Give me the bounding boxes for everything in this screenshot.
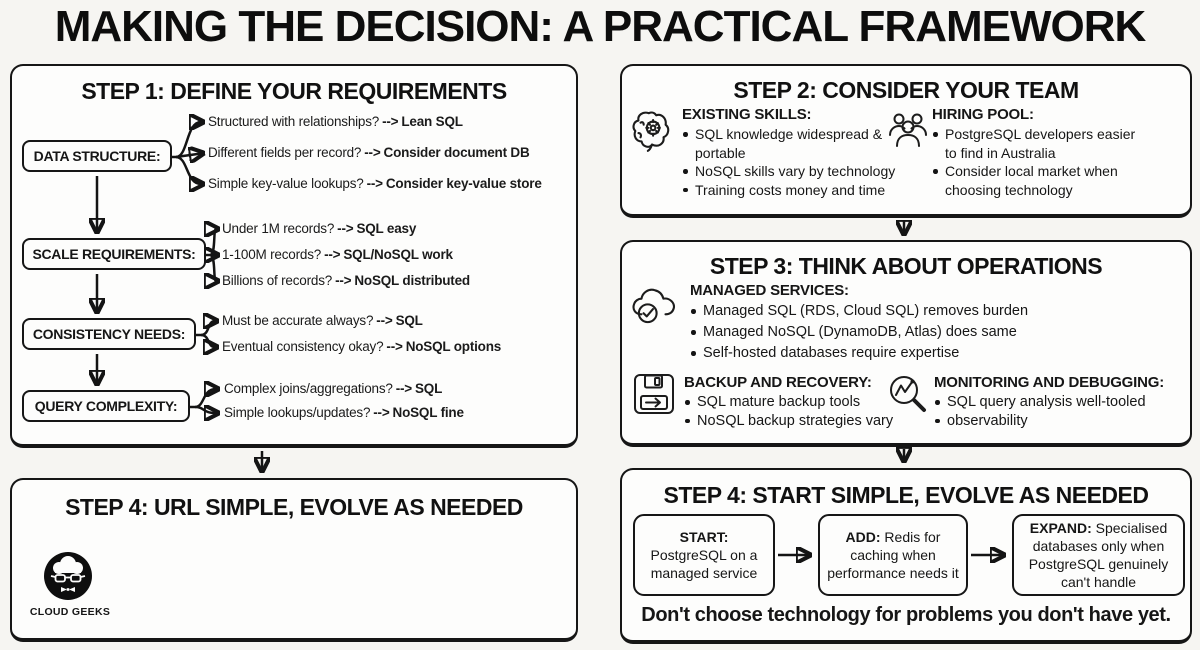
section-title: MONITORING AND DEBUGGING:: [934, 374, 1164, 391]
bullet-item: PostgreSQL developers easier to find in …: [932, 125, 1137, 162]
step4-left-panel: STEP 4: URL SIMPLE, EVOLVE AS NEEDED CLO…: [10, 478, 578, 642]
bullet-dot: [691, 351, 696, 356]
decision-branch: Under 1M records?-->SQL easy: [222, 221, 417, 236]
expand-box: EXPAND: Specialised databases only when …: [1012, 514, 1185, 596]
decision-branch: Simple lookups/updates?-->NoSQL fine: [224, 405, 464, 420]
bullet-dot: [933, 169, 938, 174]
arrow-glyph: -->: [386, 339, 403, 354]
step1-heading: STEP 1: DEFINE YOUR REQUIREMENTS: [81, 78, 507, 104]
hiring-pool-section: HIRING POOL: PostgreSQL developers easie…: [932, 106, 1164, 199]
step2-panel: STEP 2: CONSIDER YOUR TEAM: [620, 64, 1192, 218]
bullet-item: SQL knowledge widespread & portable: [682, 125, 904, 162]
flow-label-scale-requirements: SCALE REQUIREMENTS:: [22, 238, 206, 270]
section-title: BACKUP AND RECOVERY:: [684, 374, 872, 391]
cloud-geeks-logo: [44, 552, 92, 600]
decision-branch: Billions of records?-->NoSQL distributed: [222, 273, 470, 288]
arrow-glyph: -->: [324, 247, 341, 262]
bullet-dot: [685, 400, 690, 405]
step4-right-heading: STEP 4: START SIMPLE, EVOLVE AS NEEDED: [663, 482, 1149, 508]
step3-panel: STEP 3: THINK ABOUT OPERATIONS: [620, 240, 1192, 447]
decision-branch: Structured with relationships?-->Lean SQ…: [208, 114, 463, 129]
bullet-dot: [933, 132, 938, 137]
bullet-item: SQL query analysis well-tooled: [934, 393, 1186, 412]
bullet-item: Consider local market when choosing tech…: [932, 162, 1137, 199]
section-title: MANAGED SERVICES:: [690, 282, 849, 299]
bullet-item: Managed SQL (RDS, Cloud SQL) removes bur…: [690, 301, 1150, 322]
arrow-glyph: -->: [373, 405, 390, 420]
bullet-dot: [683, 169, 688, 174]
arrow-glyph: -->: [395, 381, 412, 396]
section-title: HIRING POOL:: [932, 106, 1034, 123]
bullet-item: Managed NoSQL (DynamoDB, Atlas) does sam…: [690, 322, 1150, 343]
bullet-dot: [935, 400, 940, 405]
managed-services-section: MANAGED SERVICES: Managed SQL (RDS, Clou…: [690, 282, 1160, 364]
decision-branch: Simple key-value lookups?-->Consider key…: [208, 176, 542, 191]
bullet-dot: [691, 309, 696, 314]
bullet-item: NoSQL backup strategies vary: [684, 412, 924, 431]
logo-text: CLOUD GEEKS: [29, 606, 111, 618]
arrow-glyph: -->: [366, 176, 383, 191]
add-box: ADD: Redis for caching when performance …: [818, 514, 968, 596]
step3-heading: STEP 3: THINK ABOUT OPERATIONS: [709, 253, 1103, 279]
people-icon: [889, 113, 927, 147]
bullet-dot: [685, 418, 690, 423]
monitoring-debugging-section: MONITORING AND DEBUGGING: SQL query anal…: [934, 374, 1190, 430]
bullet-dot: [691, 330, 696, 335]
bullet-item: Training costs money and time: [682, 181, 904, 200]
arrow-glyph: -->: [382, 114, 399, 129]
bullet-item: NoSQL skills vary by technology: [682, 162, 904, 181]
arrow-glyph: -->: [364, 145, 381, 160]
step4-left-heading: STEP 4: URL SIMPLE, EVOLVE AS NEEDED: [65, 494, 523, 520]
decision-branch: Eventual consistency okay?-->NoSQL optio…: [222, 339, 502, 354]
section-title: EXISTING SKILLS:: [682, 106, 812, 123]
floppy-disk-icon: [634, 374, 674, 414]
bullet-item: SQL mature backup tools: [684, 393, 924, 412]
flow-label-consistency-needs: CONSISTENCY NEEDS:: [22, 318, 196, 350]
decision-branch: Must be accurate always?-->SQL: [222, 313, 423, 328]
bullet-dot: [935, 418, 940, 423]
arrow-glyph: -->: [335, 273, 352, 288]
magnifier-chart-icon: [890, 376, 926, 412]
cloud-check-icon: [632, 288, 675, 324]
existing-skills-section: EXISTING SKILLS: SQL knowledge widesprea…: [682, 106, 912, 199]
arrow-glyph: -->: [337, 221, 354, 236]
decision-branch: 1-100M records?-->SQL/NoSQL work: [222, 247, 453, 262]
bullet-item: observability: [934, 412, 1186, 431]
bullet-item: Self-hosted databases require expertise: [690, 343, 1150, 364]
brain-icon: [632, 111, 670, 152]
backup-recovery-section: BACKUP AND RECOVERY: SQL mature backup t…: [684, 374, 929, 430]
bullet-dot: [683, 132, 688, 137]
arrow-glyph: -->: [376, 313, 393, 328]
page-title: MAKING THE DECISION: A PRACTICAL FRAMEWO…: [54, 2, 1147, 51]
start-box: START: PostgreSQL on a managed service: [633, 514, 775, 596]
decision-branch: Different fields per record?-->Consider …: [208, 145, 530, 160]
flow-label-query-complexity: QUERY COMPLEXITY:: [22, 390, 190, 422]
step4-footer-note: Don't choose technology for problems you…: [641, 604, 1171, 626]
step2-heading: STEP 2: CONSIDER YOUR TEAM: [733, 77, 1079, 103]
flow-label-data-structure: DATA STRUCTURE:: [22, 140, 172, 172]
bullet-dot: [683, 187, 688, 192]
decision-branch: Complex joins/aggregations?-->SQL: [224, 381, 443, 396]
